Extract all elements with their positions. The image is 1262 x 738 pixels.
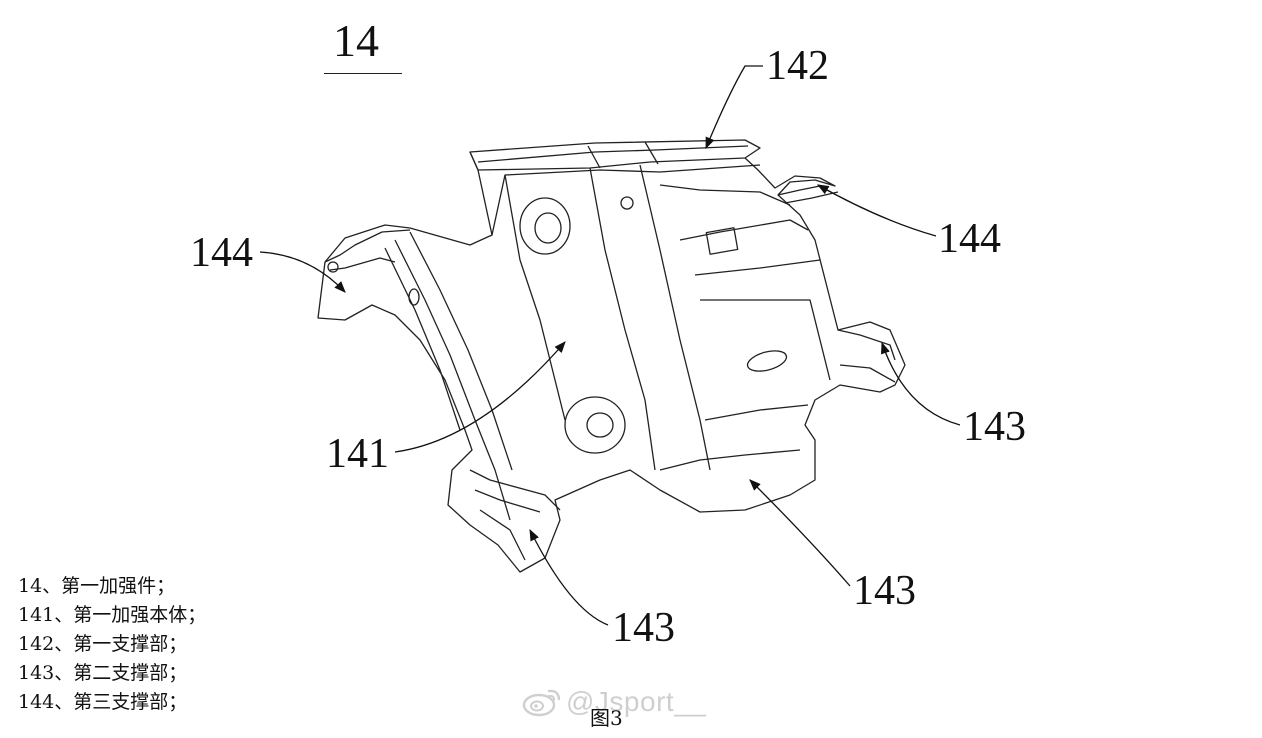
leader-lines <box>259 65 961 626</box>
legend-item: 144、第三支撑部； <box>18 691 188 713</box>
leader-144-right <box>816 184 937 237</box>
leader-142 <box>705 65 763 150</box>
legend-item: 14、第一加强件； <box>18 575 176 597</box>
top-flange-outline <box>469 139 761 171</box>
callout-143-left: 143 <box>612 605 675 651</box>
parts-legend: 14、第一加强件； 141、第一加强本体； 142、第一支撑部； 143、第二支… <box>18 572 206 717</box>
callout-141: 141 <box>326 431 389 477</box>
leader-143-bottom <box>749 479 851 587</box>
callout-144-right: 144 <box>938 216 1001 262</box>
legend-item: 141、第一加强本体； <box>18 604 207 626</box>
watermark: @Jsport__ <box>522 686 706 718</box>
legend-item: 143、第二支撑部； <box>18 662 188 684</box>
bracket-part <box>317 139 906 573</box>
callout-143-right: 143 <box>963 404 1026 450</box>
assembly-label: 14 <box>333 15 379 66</box>
figure-caption: 图3 <box>590 706 623 730</box>
callout-144-left: 144 <box>190 230 253 276</box>
assembly-label-underline <box>324 73 402 74</box>
leader-143-right <box>880 341 961 426</box>
main-body-outline <box>317 151 906 573</box>
leader-144-left <box>259 251 346 293</box>
weibo-logo-icon <box>522 689 561 717</box>
leader-143-left <box>529 528 609 626</box>
callout-142: 142 <box>766 43 829 89</box>
watermark-text: @Jsport__ <box>566 686 707 717</box>
callout-143-bottom: 143 <box>853 568 916 614</box>
legend-item: 142、第一支撑部； <box>18 633 188 655</box>
leader-141 <box>394 341 566 453</box>
